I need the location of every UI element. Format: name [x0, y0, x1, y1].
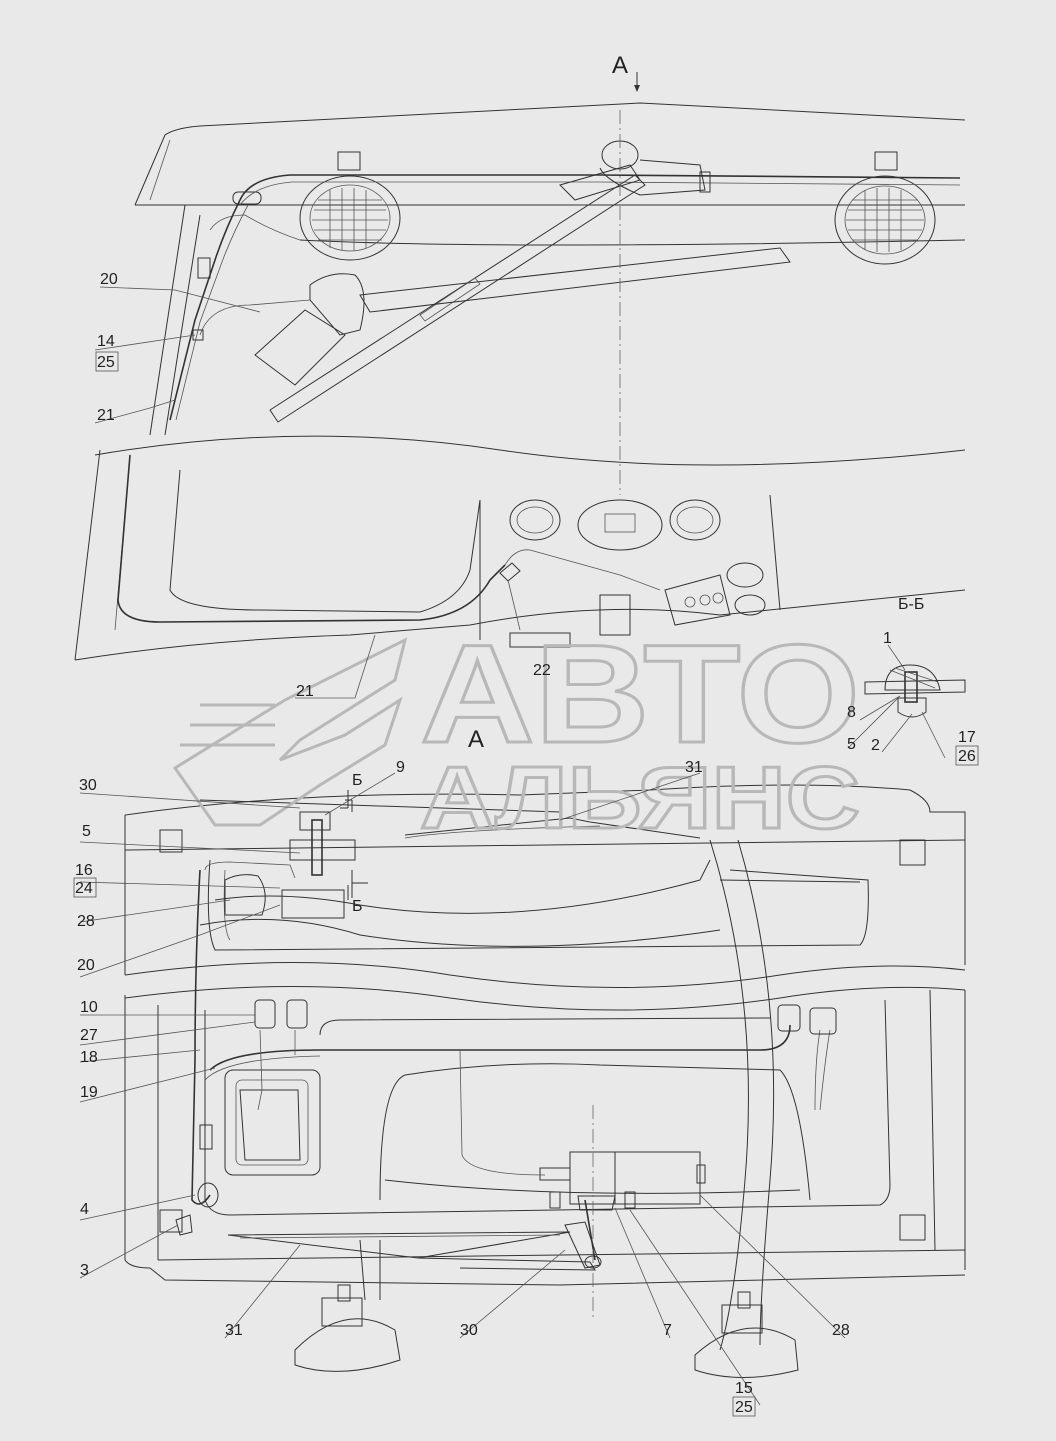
callout-26: 26 — [958, 748, 976, 765]
callout-27: 27 — [80, 1027, 98, 1044]
callout-1: 1 — [883, 630, 892, 647]
callout-19: 19 — [80, 1084, 98, 1101]
callout-17: 17 — [958, 729, 976, 746]
callout-20: 20 — [100, 271, 118, 288]
callout-30: 30 — [460, 1322, 478, 1339]
rear-upper-motor — [224, 799, 368, 919]
rear-lamp-left — [294, 1284, 401, 1372]
dashboard — [479, 494, 781, 648]
cut-b-top-label: Б — [352, 772, 363, 789]
callout-16: 16 — [75, 862, 93, 879]
view-a-title: А — [468, 726, 484, 753]
callout-22: 22 — [533, 662, 551, 679]
callout-28: 28 — [832, 1322, 850, 1339]
callout-2: 2 — [871, 737, 880, 754]
section-bb-title: Б-Б — [898, 596, 924, 613]
leader-lines — [79, 286, 946, 1406]
callout-31: 31 — [225, 1322, 243, 1339]
callout-8: 8 — [847, 704, 856, 721]
watermark-line1: АВТО — [420, 615, 860, 772]
section-bb — [864, 664, 966, 718]
callout-5: 5 — [847, 736, 856, 753]
callout-7: 7 — [663, 1322, 672, 1339]
work-lamp-right — [834, 151, 936, 265]
watermark: АВТО АЛЬЯНС — [172, 614, 862, 849]
callout-21: 21 — [97, 407, 115, 424]
callout-24: 24 — [75, 880, 93, 897]
callout-20: 20 — [77, 957, 95, 974]
callout-4: 4 — [80, 1201, 89, 1218]
upper-view — [74, 102, 966, 661]
callout-9: 9 — [396, 759, 405, 776]
watermark-line2: АЛЬЯНС — [420, 748, 860, 847]
callout-15: 15 — [735, 1380, 753, 1397]
view-labels: А Б-Б А Б Б — [340, 52, 924, 915]
callout-14: 14 — [97, 333, 115, 350]
callout-31: 31 — [685, 759, 703, 776]
callout-25: 25 — [735, 1399, 753, 1416]
callout-5: 5 — [82, 823, 91, 840]
rear-lamp-right — [694, 1291, 799, 1378]
lower-view — [124, 784, 966, 1378]
callout-10: 10 — [80, 999, 98, 1016]
callouts: 20 14 25 21 21 22 1 8 5 2 17 26 30 9 31 … — [73, 271, 979, 1417]
view-arrow-a-label: А — [612, 52, 628, 79]
callout-25: 25 — [97, 354, 115, 371]
callout-30: 30 — [79, 777, 97, 794]
work-lamp-left — [299, 151, 401, 261]
callout-21: 21 — [296, 683, 314, 700]
callout-3: 3 — [80, 1262, 89, 1279]
callout-18: 18 — [80, 1049, 98, 1066]
cut-b-bottom-label: Б — [352, 898, 363, 915]
rear-wiper-motor — [539, 1105, 706, 1320]
upper-wiper — [254, 110, 791, 495]
callout-28: 28 — [77, 913, 95, 930]
